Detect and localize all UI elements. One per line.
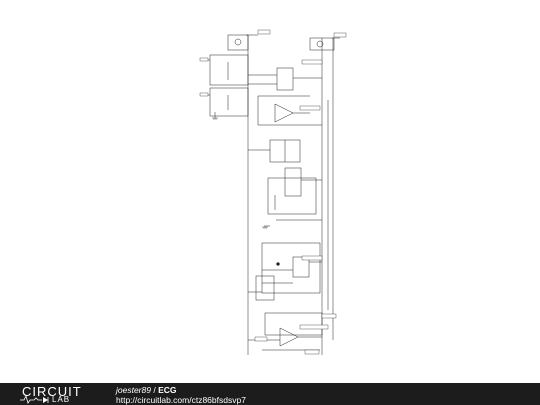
notch-input-block (255, 275, 275, 301)
caption: joester89 / ECG (116, 385, 176, 395)
logo-lab-text: LAB (52, 395, 71, 404)
net-label-2 (333, 32, 347, 38)
net-label-4 (299, 105, 321, 111)
notch-network (261, 242, 321, 294)
net-label-9 (254, 336, 268, 342)
net-label-1 (257, 29, 271, 35)
logo-circuit-text: CIRCUIT (22, 384, 82, 399)
op-amp-1 (274, 103, 294, 123)
ecg-schematic (199, 29, 347, 355)
output-network (264, 312, 323, 336)
caption-separator: / (150, 385, 159, 395)
schematic-canvas (199, 29, 347, 355)
supply-block-left (227, 34, 249, 51)
net-label-8 (304, 349, 320, 355)
filter-network (267, 177, 317, 215)
voltage-source-right (316, 40, 324, 48)
input-network-bottom (209, 87, 249, 117)
net-label-6 (321, 313, 337, 319)
electrode-label-1 (199, 57, 209, 62)
net-label-7 (299, 324, 329, 330)
circuit-title: ECG (158, 385, 177, 395)
net-label-3 (301, 59, 323, 65)
supply-block-right (309, 37, 335, 51)
electrode-label-2 (199, 92, 209, 97)
logo-waveform-icon (20, 395, 49, 404)
filter-chip (284, 167, 302, 197)
net-label-5 (301, 255, 323, 261)
node-dot-1 (276, 262, 280, 266)
notch-chip (292, 256, 310, 278)
op-amp-2 (279, 327, 299, 347)
author-name[interactable]: joester89 (116, 385, 151, 395)
input-network-top (209, 54, 249, 86)
voltage-source-left (234, 38, 242, 46)
footer-bar: CIRCUIT LAB joester89 / ECG http://circu… (0, 383, 540, 405)
instrumentation-amp-chip (276, 67, 294, 91)
circuit-url-link[interactable]: http://circuitlab.com/ctz86bfsdsvp7 (116, 395, 246, 405)
